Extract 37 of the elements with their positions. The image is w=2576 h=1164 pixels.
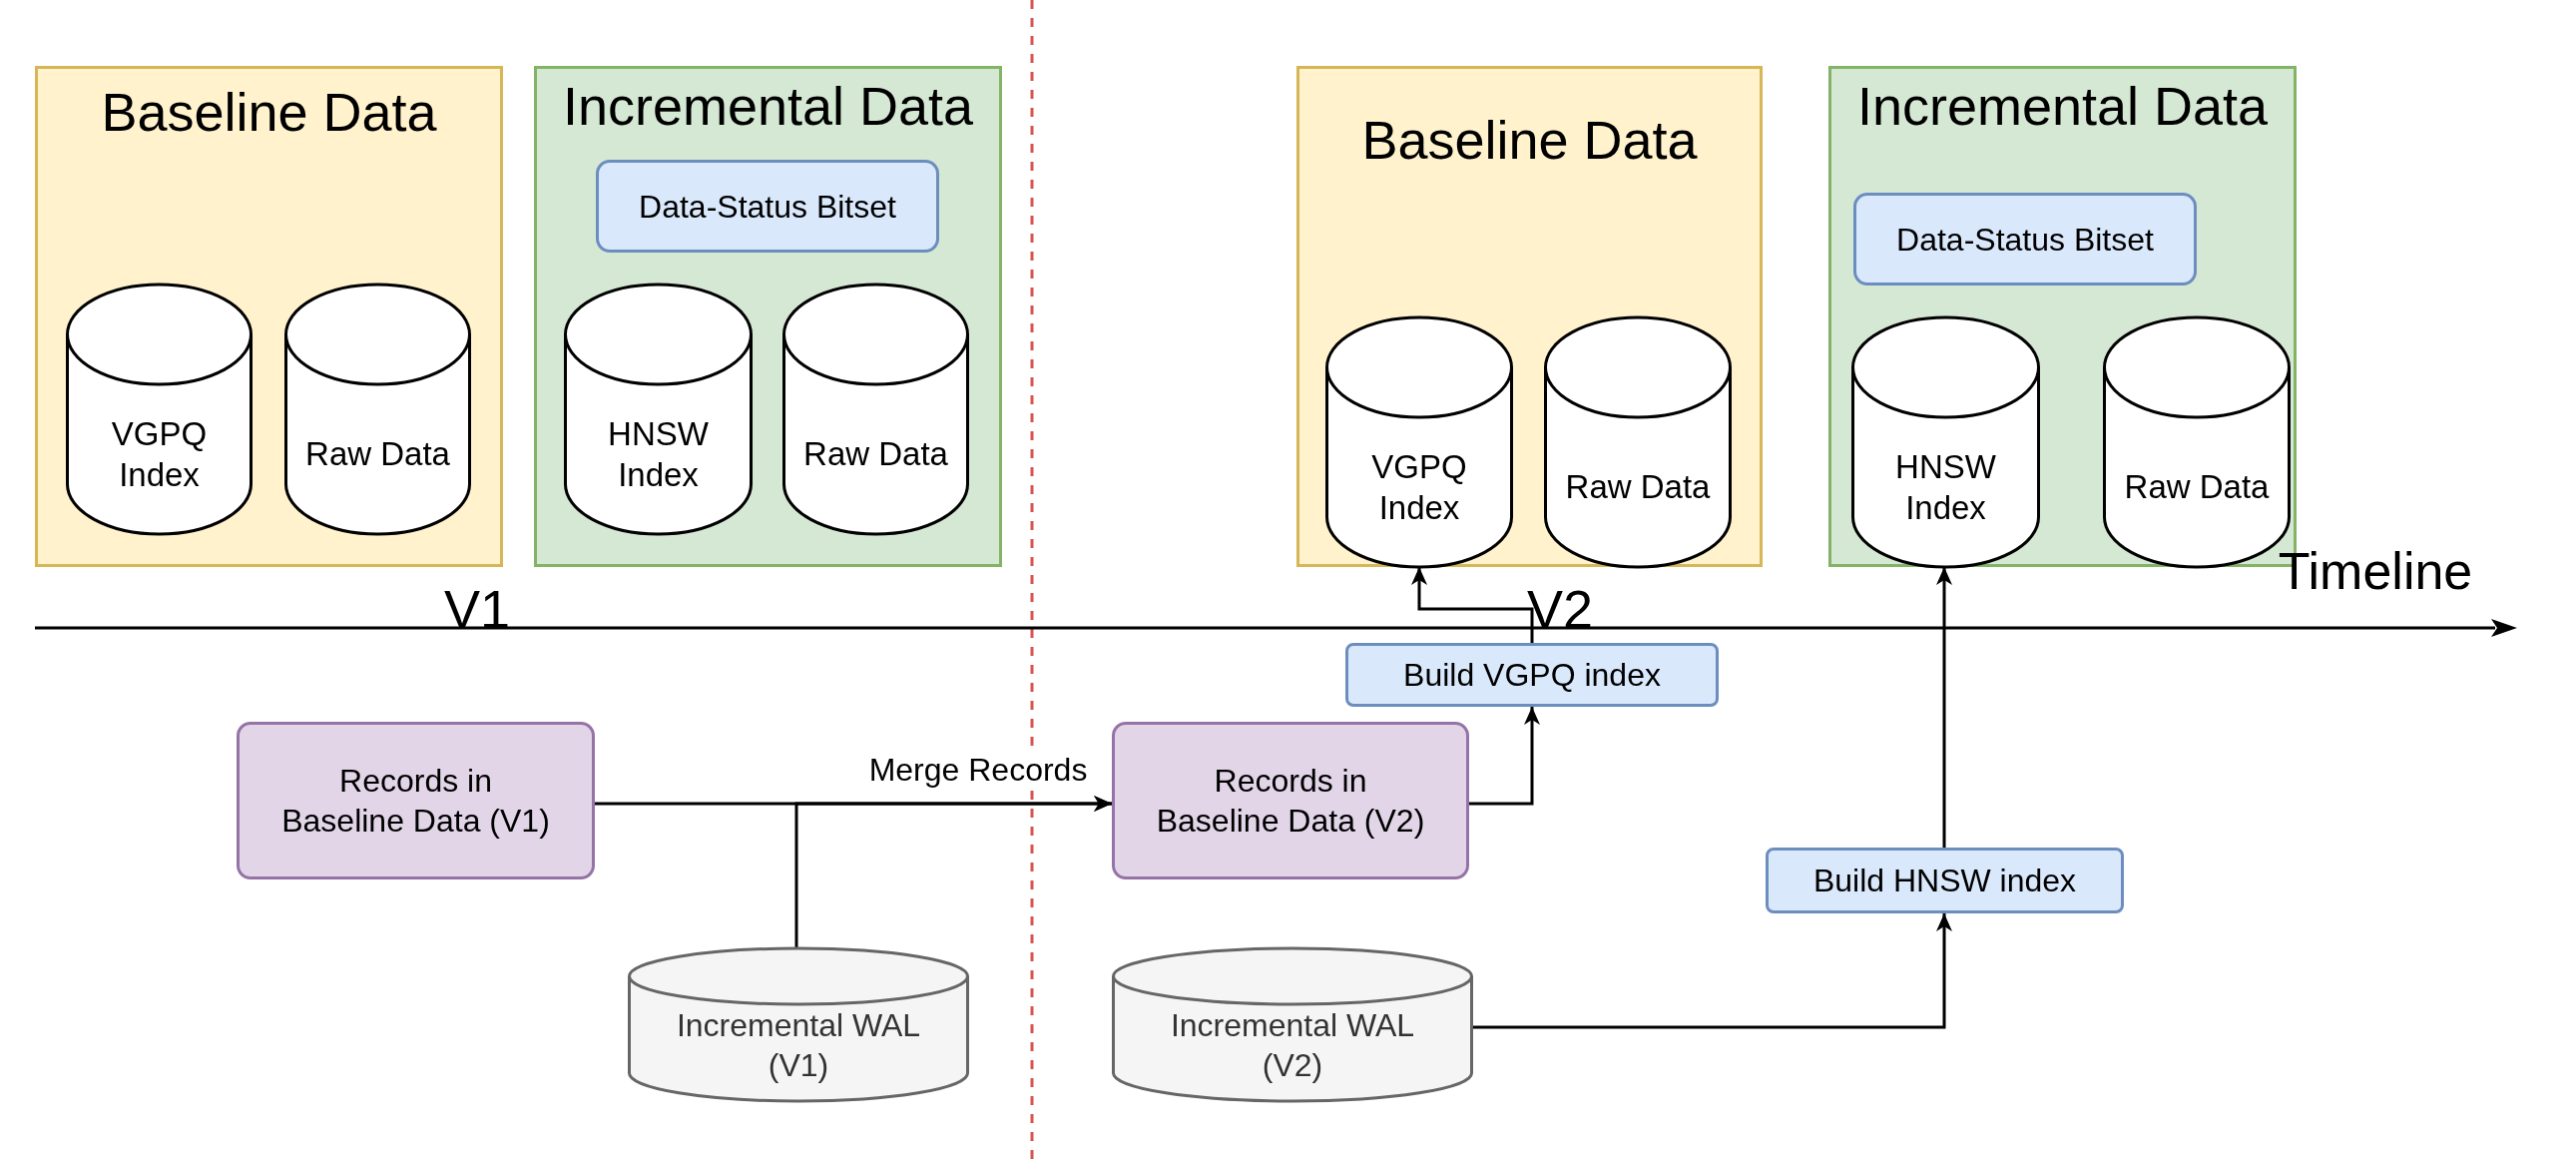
panel-title: Incremental Data [562, 77, 974, 137]
arrow [1411, 567, 1534, 643]
cylinder-label: VGPQ Index [1370, 446, 1468, 528]
arrow [794, 796, 1112, 948]
cylinder-label: Incremental WAL (V1) [675, 1005, 922, 1085]
version-label: V1 [443, 582, 511, 636]
process-box [1766, 848, 2124, 913]
cylinder-label: HNSW Index [607, 413, 710, 495]
arrow [1936, 567, 1952, 848]
data-panel [1296, 66, 1763, 567]
arrow [1469, 707, 1540, 806]
panel-title: Incremental Data [1856, 77, 2269, 137]
data-panel [35, 66, 503, 567]
cylinder-label: Raw Data [2124, 467, 2270, 508]
process-label: Build VGPQ index [1403, 656, 1661, 695]
version-label: V2 [1526, 582, 1594, 636]
panel-title: Baseline Data [1361, 111, 1698, 171]
axis-label: Timeline [2278, 545, 2473, 597]
process-box [237, 722, 595, 879]
cylinder-label: VGPQ Index [110, 413, 209, 495]
data-panel [534, 66, 1002, 567]
panel-title: Baseline Data [101, 83, 437, 143]
process-box [1112, 722, 1469, 879]
cylinder-label: Incremental WAL (V2) [1169, 1005, 1416, 1085]
cylinder-label: Raw Data [1565, 467, 1711, 508]
cylinder-label: Raw Data [305, 434, 450, 475]
process-box [596, 160, 939, 253]
process-label: Data-Status Bitset [1896, 220, 2154, 260]
process-label: Records in Baseline Data (V2) [1155, 762, 1426, 841]
process-box [1345, 643, 1719, 707]
process-box [1853, 193, 2197, 286]
process-label: Records in Baseline Data (V1) [280, 762, 551, 841]
arrow [1473, 913, 1952, 1029]
cylinder-label: HNSW Index [1894, 446, 1997, 528]
cylinder-label: Raw Data [803, 434, 948, 475]
process-label: Build HNSW index [1812, 862, 2077, 900]
process-label: Data-Status Bitset [639, 187, 896, 227]
